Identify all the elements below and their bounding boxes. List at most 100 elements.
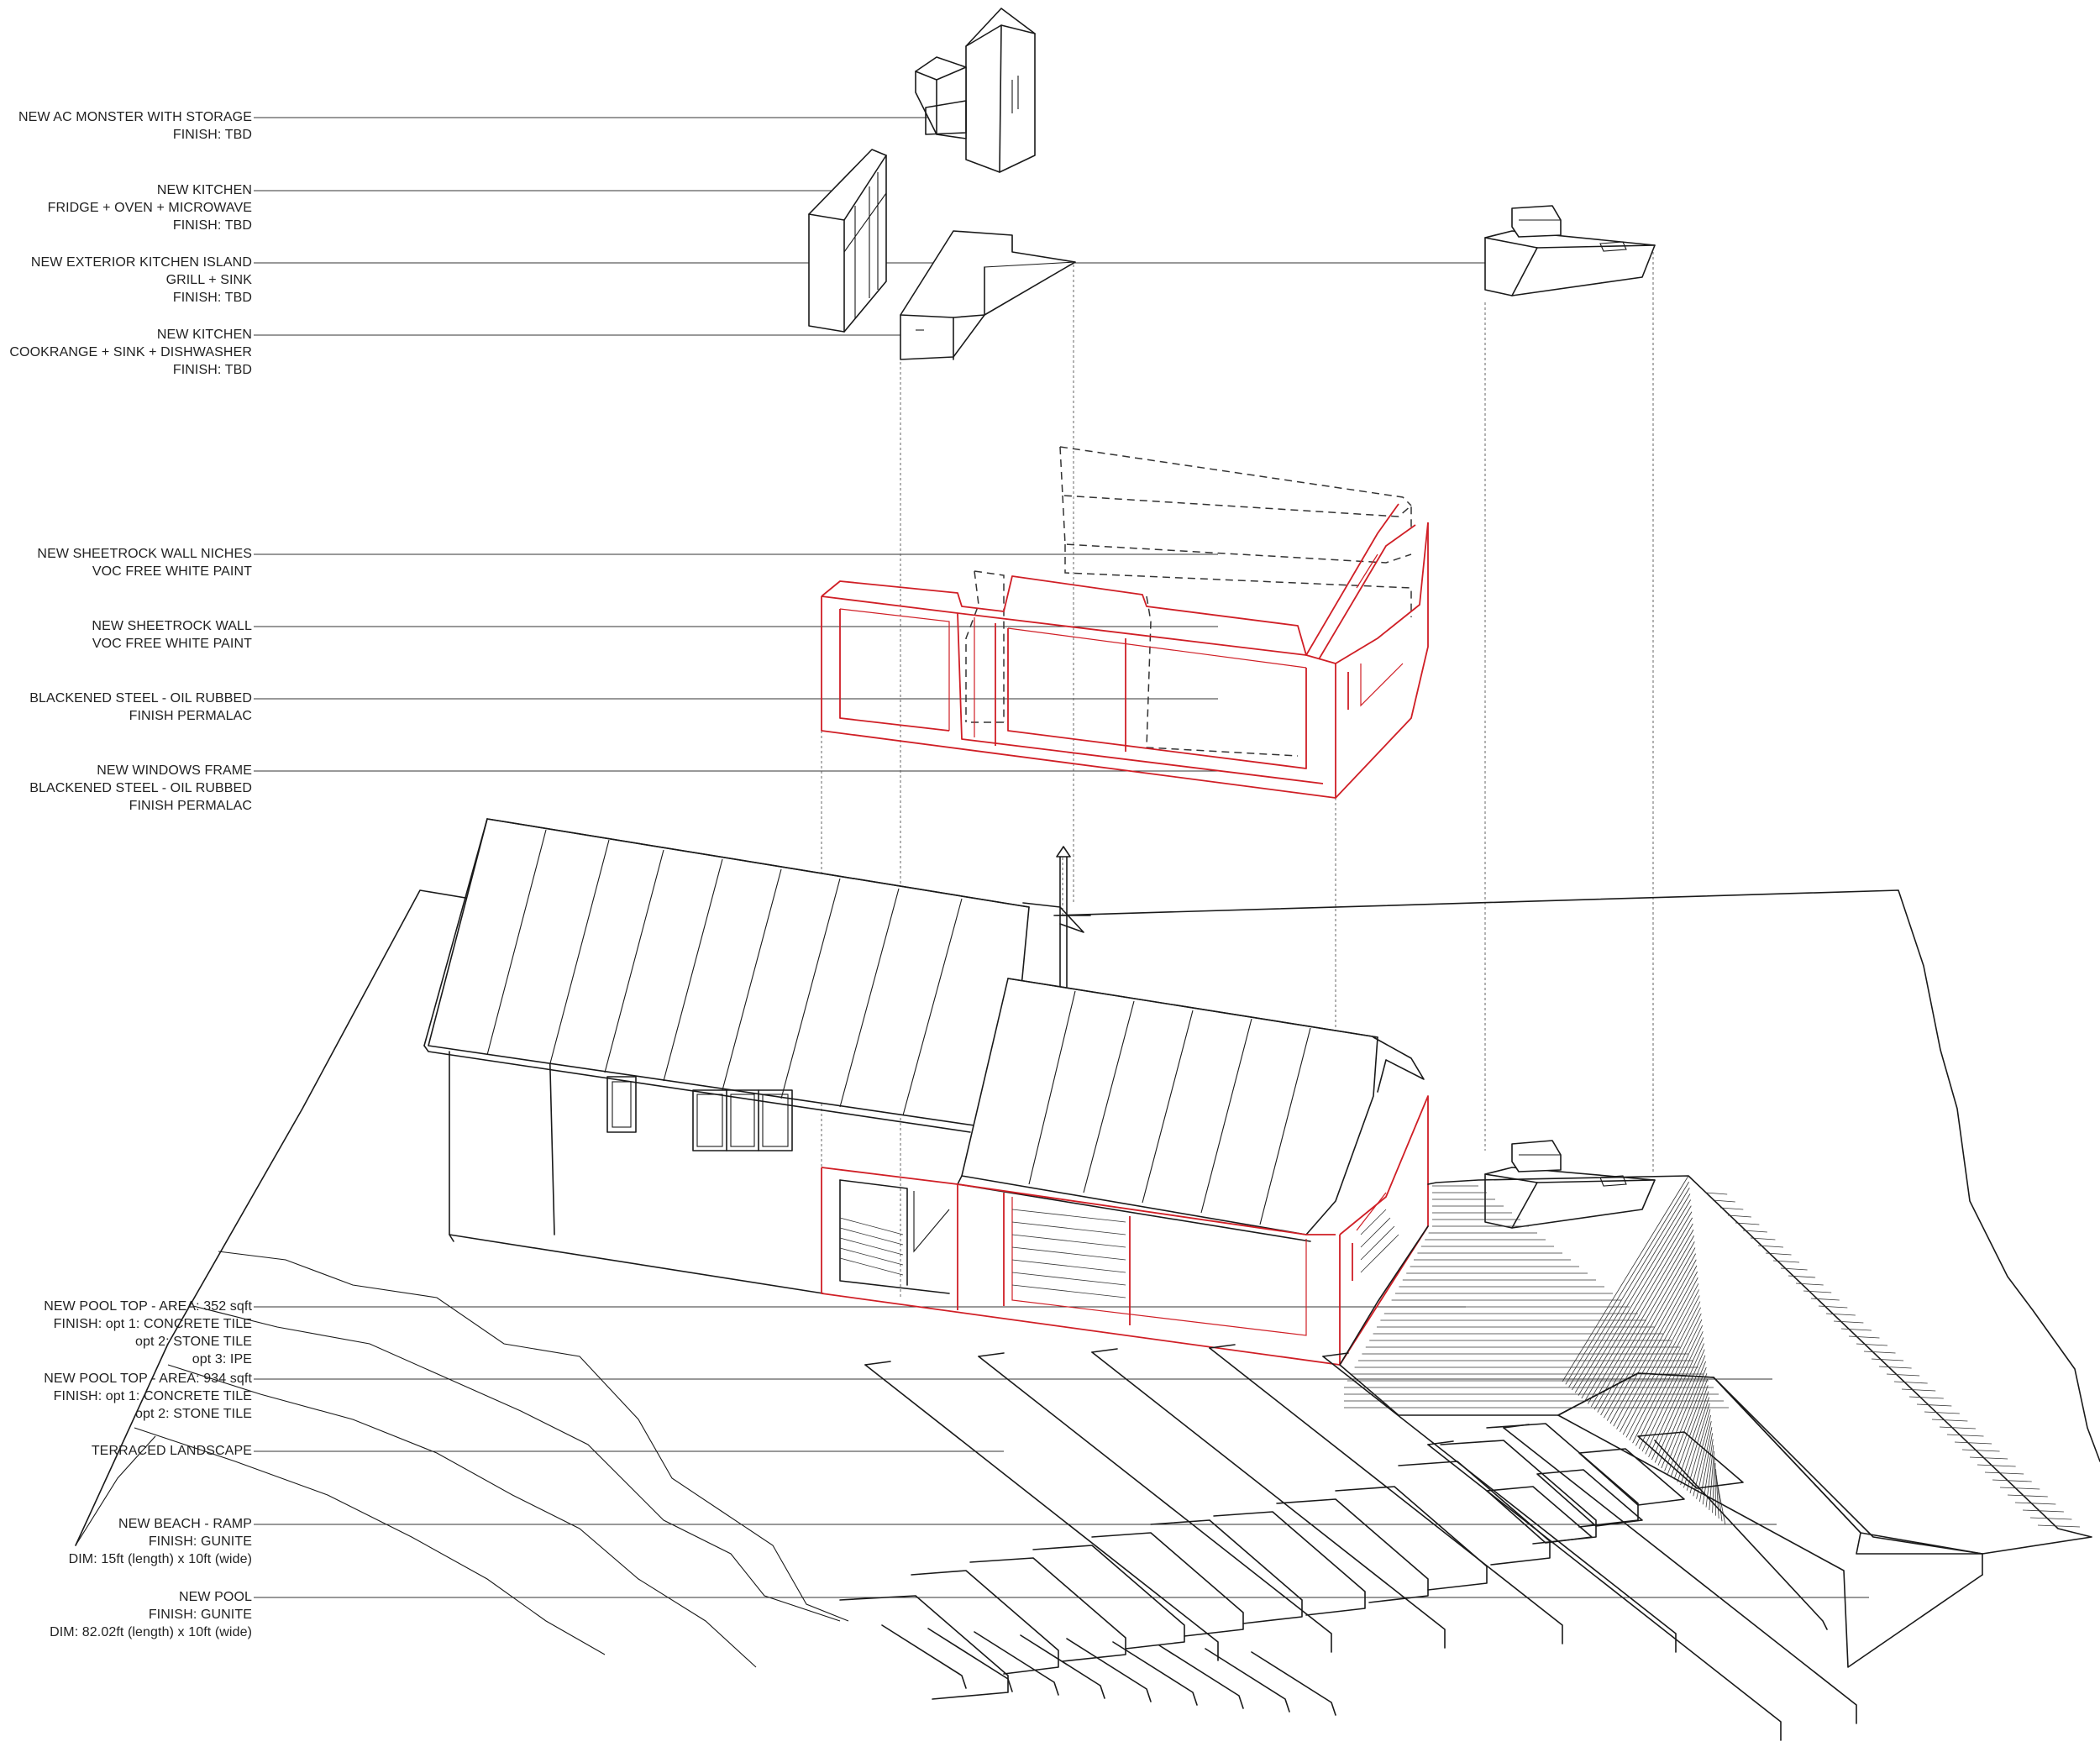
deck-board [2022, 1509, 2064, 1513]
terrace-step [1158, 1644, 1244, 1709]
deck-board [1871, 1358, 1904, 1361]
deck-slats-right [1360, 1209, 1399, 1273]
deck-board [1856, 1343, 1888, 1346]
deck-board [1588, 1223, 1693, 1404]
pool-and-beach-ramp [1557, 1372, 1983, 1668]
deck-board [1635, 1313, 1702, 1446]
deck-board [1727, 1214, 1751, 1218]
deck-board [1606, 1259, 1697, 1421]
terrace-step [1251, 1651, 1336, 1716]
deck-board [1664, 1366, 1707, 1471]
deck-board [1772, 1260, 1800, 1263]
deck-board [1969, 1456, 2008, 1460]
deck-board [1992, 1479, 2032, 1482]
terrace-step [974, 1631, 1059, 1696]
exterior-kitchen-island [1484, 205, 1656, 296]
deck-board [1654, 1349, 1705, 1463]
deck-board [1673, 1385, 1709, 1480]
terrace-step [1032, 1545, 1185, 1650]
deck-board [1620, 1283, 1699, 1433]
deck-board [1683, 1403, 1710, 1488]
deck-board [1651, 1343, 1704, 1461]
house-right-wing [821, 978, 1429, 1366]
deck-board [2007, 1494, 2048, 1498]
leader-lines [254, 117, 1869, 1598]
sheetrock-wall-niches-dashed [965, 446, 1412, 757]
deck-board [1840, 1328, 1872, 1331]
terrace-step [1091, 1532, 1244, 1637]
terrace-step [969, 1557, 1126, 1662]
deck-board [1609, 1265, 1698, 1424]
deck-board [1641, 1324, 1703, 1452]
deck-board [1648, 1337, 1704, 1457]
deck-board [1686, 1408, 1711, 1491]
deck-board [1999, 1487, 2040, 1490]
terrace-step [864, 1361, 891, 1366]
terrace-step [1112, 1641, 1198, 1706]
deck-board [1954, 1441, 1992, 1445]
deck-board [1597, 1241, 1695, 1413]
deck-board [1735, 1222, 1760, 1225]
deck-board [1661, 1361, 1706, 1469]
deck-board [1645, 1331, 1704, 1455]
deck-board [2014, 1502, 2056, 1505]
deck-board [1939, 1426, 1976, 1429]
deck-board [1629, 1301, 1701, 1441]
deck-board [1696, 1427, 1713, 1499]
deck-board [1572, 1193, 1691, 1391]
deck-board [2037, 1524, 2080, 1528]
terrace-step [1398, 1461, 1551, 1566]
terrace-step [1578, 1448, 1685, 1506]
deck-board [1916, 1403, 1952, 1407]
terrace-step [1020, 1634, 1105, 1699]
terrace-step [839, 1595, 1009, 1700]
ac-monster-unit [915, 8, 1036, 173]
kitchen-cookrange-island [900, 230, 1076, 360]
deck-board [1716, 1481, 1726, 1524]
deck-board [1788, 1275, 1816, 1278]
pool-top-decking [1339, 1175, 2092, 1555]
terrace-step [978, 1356, 1332, 1653]
kitchen-fridge-unit [808, 149, 887, 333]
terrace-step [1335, 1486, 1488, 1591]
terrace-step [1637, 1431, 1744, 1489]
blackened-steel-window-frame [821, 503, 1429, 799]
terrace-step [1276, 1498, 1429, 1603]
deck-board [1757, 1245, 1784, 1248]
terrace-step [1503, 1427, 1857, 1724]
deck-board [1625, 1295, 1700, 1438]
deck-board [1803, 1290, 1832, 1293]
deck-board [1657, 1355, 1706, 1466]
terrace-step [1091, 1351, 1446, 1649]
deck-board [1931, 1419, 1968, 1422]
deck-board [1742, 1230, 1767, 1233]
deck-board [1613, 1271, 1698, 1427]
terrace-step [1322, 1352, 1349, 1357]
deck-board [1693, 1421, 1712, 1497]
deck-board [1878, 1366, 1912, 1369]
deck-board [1719, 1207, 1744, 1210]
deck-board [1765, 1252, 1792, 1256]
deck-board [1825, 1313, 1856, 1316]
terrace-step [864, 1364, 1219, 1661]
deck-board [1578, 1205, 1692, 1396]
terrace-step [1213, 1511, 1366, 1616]
deck-board [1638, 1319, 1703, 1449]
deck-board [1908, 1396, 1944, 1399]
terrace-step [1209, 1344, 1236, 1349]
right-roof-seams [1028, 990, 1311, 1225]
deck-board [1677, 1391, 1709, 1482]
deck-board [1689, 1414, 1711, 1494]
deck-board [1833, 1320, 1864, 1324]
deck-board [1581, 1211, 1693, 1399]
deck-board [1568, 1188, 1690, 1387]
deck-board [1565, 1181, 1690, 1385]
deck-board [1590, 1229, 1694, 1408]
deck-board [1886, 1373, 1920, 1377]
deck-board [1670, 1379, 1708, 1477]
deck-board [1901, 1388, 1936, 1392]
house-left-wing [423, 818, 1084, 1294]
deck-board [1562, 1175, 1689, 1382]
deck-board [1818, 1305, 1848, 1309]
